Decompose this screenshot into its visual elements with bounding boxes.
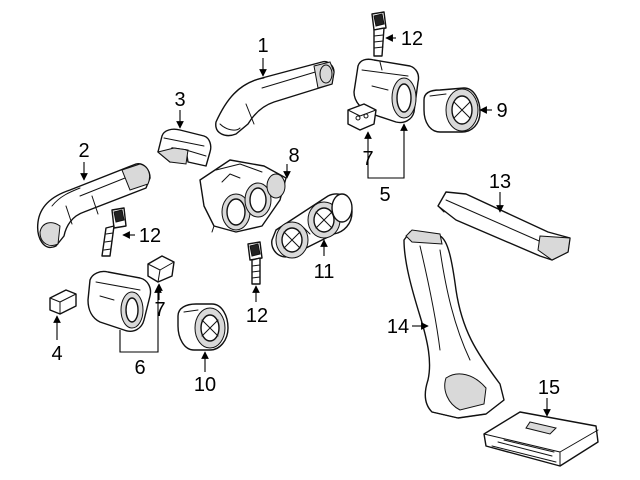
callout-11: 11: [314, 261, 335, 283]
part-15-floor-outlet[interactable]: [483, 411, 599, 467]
leader-5: [367, 123, 408, 179]
callout-2: 2: [78, 140, 89, 162]
part-3-elbow-duct[interactable]: [156, 128, 212, 167]
callout-7-lower: 7: [154, 299, 165, 321]
part-9-right-round-vent[interactable]: [423, 87, 481, 133]
callout-1: 1: [257, 35, 268, 57]
callout-13: 13: [489, 171, 511, 193]
callout-12-left: 12: [139, 225, 161, 247]
part-13-floor-duct[interactable]: [437, 191, 571, 261]
part-1-upper-duct[interactable]: [215, 60, 335, 137]
callout-4: 4: [51, 343, 62, 365]
callout-8: 8: [288, 145, 299, 167]
callout-labels: 1 2 3 4 5 6 7 7 8 9 10 11 12 12 12 13 14…: [51, 28, 560, 399]
part-12-screw-left[interactable]: [101, 207, 127, 257]
leader-6: [119, 285, 162, 353]
callout-15: 15: [538, 377, 560, 399]
callout-10: 10: [194, 374, 216, 396]
part-6-left-vent-housing[interactable]: [87, 270, 152, 332]
callout-5: 5: [379, 184, 390, 206]
callout-7-upper: 7: [362, 148, 373, 170]
part-14-rear-duct[interactable]: [403, 229, 505, 419]
part-7-actuator-lower[interactable]: [147, 255, 175, 283]
part-7-actuator-upper[interactable]: [347, 103, 377, 131]
callout-14: 14: [387, 316, 409, 338]
part-2-left-duct[interactable]: [37, 163, 151, 249]
part-10-left-round-vent[interactable]: [177, 303, 229, 351]
part-12-screw-center[interactable]: [247, 241, 263, 285]
callout-6: 6: [134, 357, 145, 379]
leader-lines: [53, 34, 551, 417]
callout-3: 3: [174, 89, 185, 111]
callout-9: 9: [496, 100, 507, 122]
part-12-screw-top[interactable]: [371, 11, 387, 57]
part-8-center-vent-housing[interactable]: [199, 159, 287, 233]
callout-12-top: 12: [401, 28, 423, 50]
part-4-clip[interactable]: [49, 289, 77, 315]
callout-12-center: 12: [246, 305, 268, 327]
part-11-twin-vents[interactable]: [271, 193, 353, 259]
